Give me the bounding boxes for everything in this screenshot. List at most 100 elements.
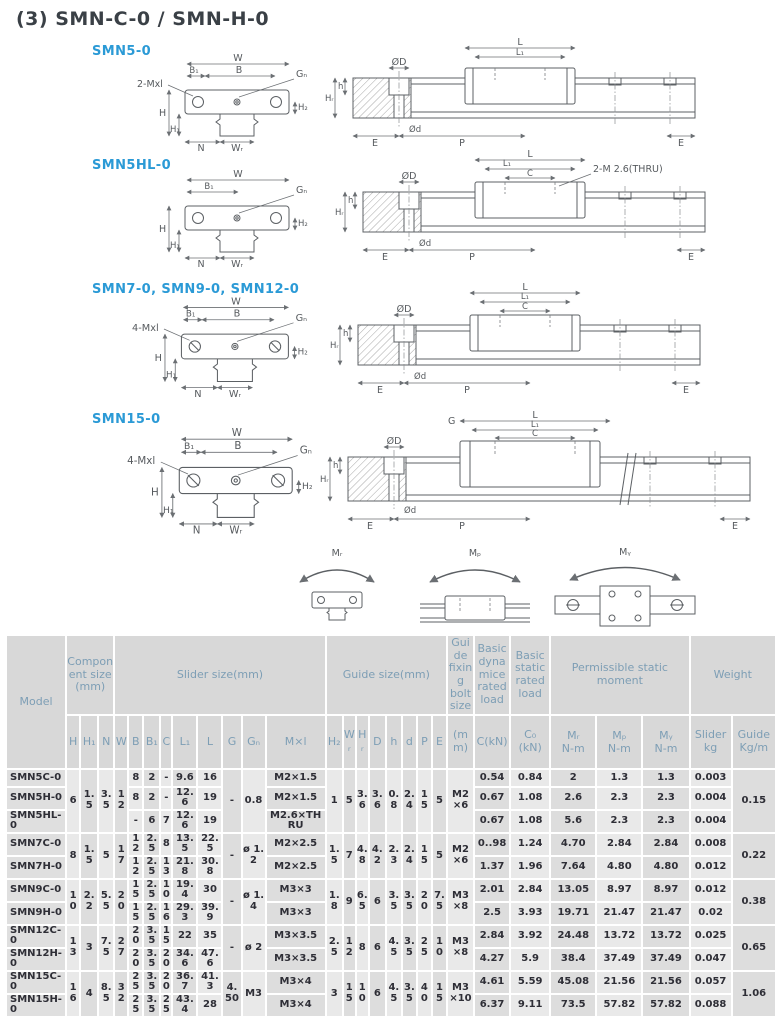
group-header-component: Component size (mm) <box>67 636 114 714</box>
cell-H1: 2.2 <box>83 890 95 912</box>
cell-L1: 21.8 <box>176 855 194 878</box>
cell-B: 25 <box>132 970 140 993</box>
cell-L1: 43.4 <box>176 993 194 1016</box>
dim-label-h2: H₂ <box>298 348 308 358</box>
dim-label-wr: Wᵣ <box>231 259 243 270</box>
dim-label-n: N <box>197 143 204 154</box>
cell-Mxl: M3×3 <box>279 907 312 919</box>
col-header-h2: H₂ <box>326 715 342 768</box>
dim-label-n: N <box>193 525 201 537</box>
cell-Ck: 0.54 <box>479 771 505 783</box>
dim-label-w: W <box>233 53 243 64</box>
section-label-smn5: SMN5-0 <box>92 44 152 59</box>
group-header-slider: Slider size(mm) <box>115 636 325 714</box>
col-header-c: C <box>161 715 172 768</box>
cell-MY: 2.84 <box>653 838 679 850</box>
cell-guide-kg: 0.15 <box>741 794 767 806</box>
cell-slider-kg: 0.02 <box>698 907 723 919</box>
cell-C0: 1.08 <box>517 815 543 827</box>
dim-label-c: C <box>527 169 533 179</box>
cell-B: 12 <box>132 832 140 855</box>
dim-label-h2: H₂ <box>298 219 308 229</box>
cell-guide-kg: 0.22 <box>741 849 767 861</box>
col-header-gn: Gₙ <box>242 715 265 768</box>
dim-label-h2: H₂ <box>302 481 313 492</box>
cell-C0: 2.84 <box>517 884 543 896</box>
cell-Gn: ø 2 <box>244 941 263 953</box>
col-header-d: D <box>369 715 385 768</box>
dim-label-p: P <box>459 138 465 149</box>
dim-label-hole-h: h <box>333 461 338 471</box>
col-header-h1: H₁ <box>81 715 98 768</box>
dim-label-l1: L₁ <box>503 159 511 169</box>
cell-C: 16 <box>162 901 170 924</box>
cell-L1: 9.6 <box>176 771 194 783</box>
spec-table: Model Component size (mm) Slider size(mm… <box>5 634 777 1018</box>
dim-label-w: W <box>233 169 243 180</box>
cell-Ck: 2.84 <box>479 930 505 942</box>
cell-C: 20 <box>162 970 170 993</box>
cell-C0: 1.96 <box>517 861 543 873</box>
dim-label-h: H <box>159 224 166 235</box>
cell-MP: 4.80 <box>607 861 632 873</box>
cell-Gn: ø 1.2 <box>242 844 265 866</box>
mp-symbol: Mₚ <box>612 728 627 742</box>
cell-C: - <box>164 792 169 804</box>
dim-label-hr: Hᵣ <box>325 94 334 104</box>
dim-label-e-left: E <box>377 385 383 396</box>
cell-bolt: M2×6 <box>452 844 469 866</box>
cell-Gn: ø 1.4 <box>242 890 265 912</box>
cell-guide-kg: 1.06 <box>741 987 767 999</box>
cell-G: 4.50 <box>225 982 239 1004</box>
model-cell: SMN12C-0 <box>10 924 62 947</box>
smn15-side-details: G L L₁ C ØD Hᵣ h Ød E P E <box>320 410 751 532</box>
cell-slider-kg: 0.004 <box>694 815 727 827</box>
col-header-wr: Wᵣ <box>343 715 355 768</box>
dim-label-h2: H₂ <box>298 103 308 113</box>
cell-MY: 2.3 <box>657 815 675 827</box>
cell-C0: 3.92 <box>517 930 543 942</box>
cell-MR: 2.6 <box>564 792 583 804</box>
dim-label-od: ØD <box>387 436 402 447</box>
cell-MY: 57.82 <box>650 999 682 1011</box>
cell-P: 15 <box>420 844 428 866</box>
dim-label-h1: H₁ <box>170 241 180 251</box>
dim-label-b: B <box>234 309 241 320</box>
cell-guide-kg: 0.65 <box>741 941 767 953</box>
cell-G: - <box>229 849 235 861</box>
dim-label-hole-h: h <box>348 196 353 206</box>
model-cell: SMN12H-0 <box>10 947 62 970</box>
col-header-hole-d: d <box>402 715 416 768</box>
col-header-b: B <box>129 715 143 768</box>
cell-MP: 2.84 <box>607 838 632 850</box>
col-header-p: P <box>417 715 431 768</box>
cell-C: 10 <box>162 878 170 901</box>
model-cell: SMN5HL-0 <box>10 809 62 832</box>
dim-label-h: H <box>155 353 162 364</box>
moment-mp-diagram: Mₚ <box>420 548 530 623</box>
cell-d: 2.4 <box>403 789 415 811</box>
smn7-front-drawing: W B₁ B Gₙ 4-Mxl H H₁ N Wᵣ H₂ <box>132 296 308 400</box>
dim-label-l: L <box>522 282 528 293</box>
cell-MY: 2.3 <box>657 792 675 804</box>
smn7-front-geometry <box>180 333 289 382</box>
dim-label-od: ØD <box>402 171 417 182</box>
cell-MY: 37.49 <box>650 953 682 965</box>
dim-label-hole-h: h <box>338 82 343 92</box>
my-unit: N-m <box>654 741 678 755</box>
cell-h: 4.5 <box>388 982 400 1004</box>
dim-label-e-right: E <box>683 385 689 396</box>
smn7-side-geometry <box>357 314 701 366</box>
cell-Mxl: M2×1.5 <box>274 792 318 804</box>
smn7-side-details: L L₁ C ØD Hᵣ h Ød E P E <box>330 282 701 396</box>
cell-L: 30.8 <box>201 855 219 878</box>
cell-Ck: 0..98 <box>477 838 507 850</box>
cell-B1: 2.5 <box>146 855 158 878</box>
col-header-l: L <box>198 715 222 768</box>
cell-L1: 36.7 <box>176 970 194 993</box>
dim-label-w: W <box>232 427 242 439</box>
smn5hl-side-details: L L₁ C 2-M 2.6(THRU) ØD Hᵣ h Ød E P E <box>335 149 706 263</box>
cell-N: 3.5 <box>100 789 112 811</box>
cell-C: - <box>164 771 169 783</box>
